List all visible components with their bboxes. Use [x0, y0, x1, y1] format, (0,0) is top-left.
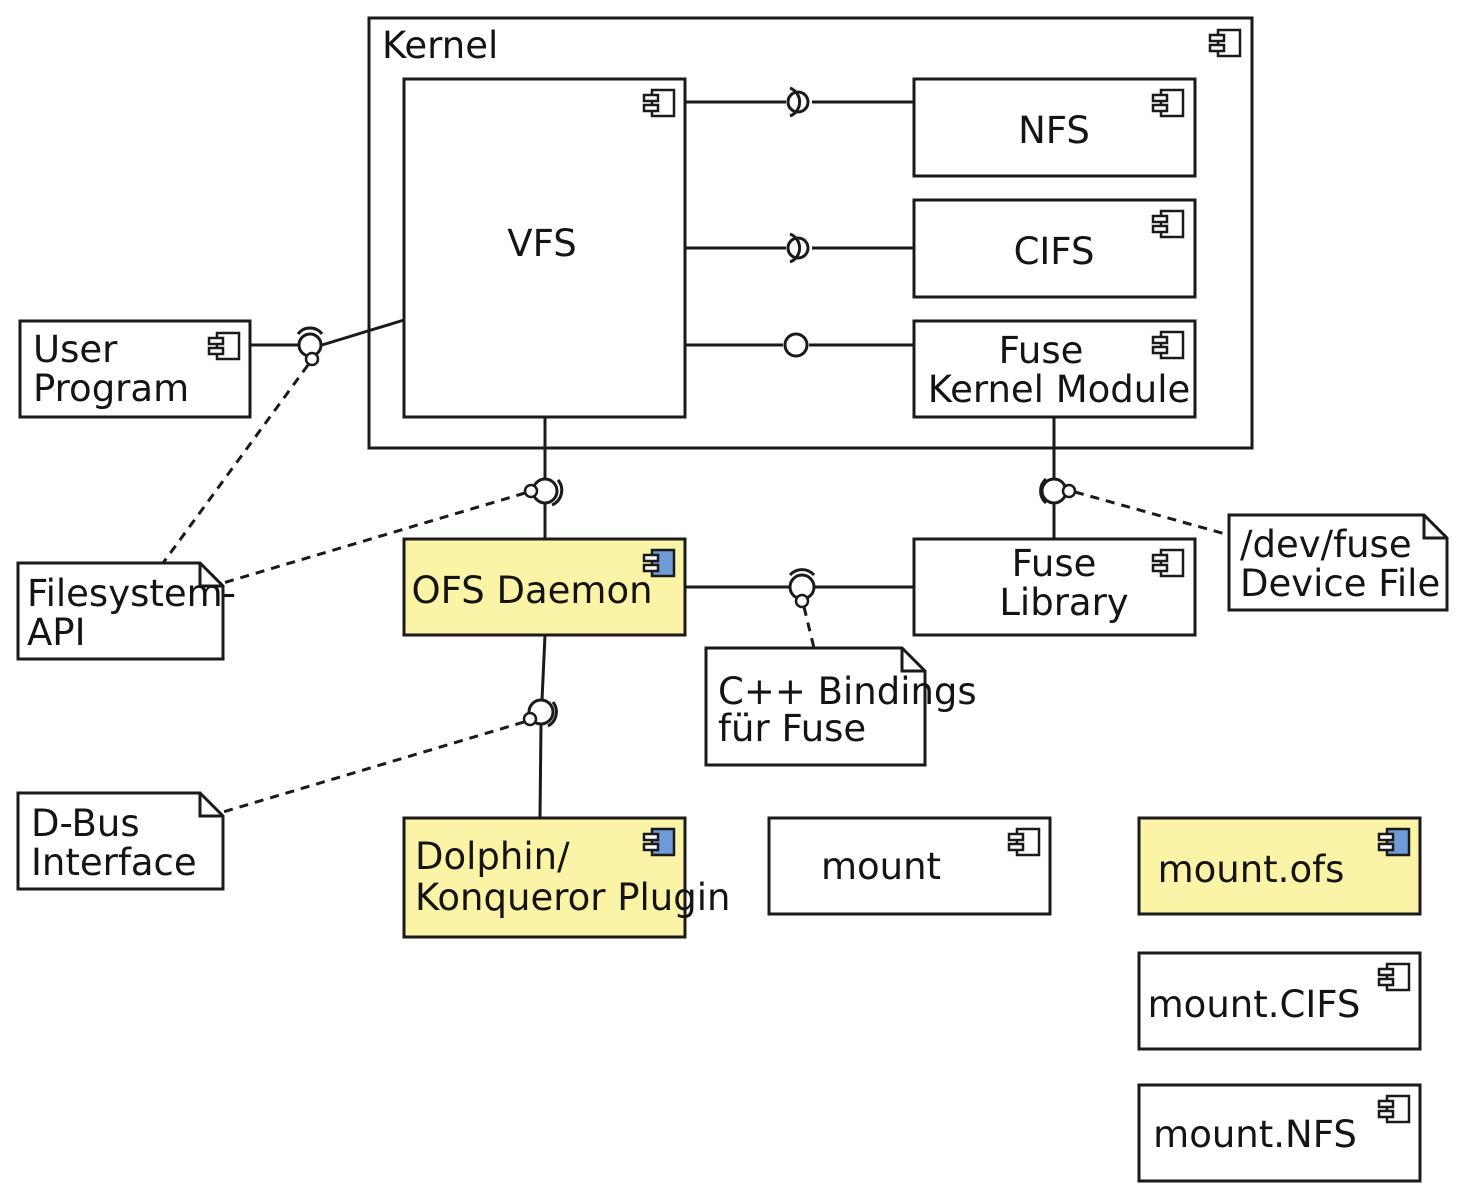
dbus-interface-note: D-Bus Interface: [16, 791, 225, 891]
provided-interface: [786, 90, 810, 114]
note-anchor: [1061, 483, 1077, 499]
cpp-bindings-link: [802, 606, 816, 649]
fuse-library-label-line1: Fuse: [1012, 542, 1097, 585]
fuse-library-label-line2: Library: [999, 581, 1128, 624]
note-shape: [16, 791, 225, 891]
filesystem-api-link-ofs: [222, 491, 526, 585]
vfs-ofs-daemon-interface: [523, 417, 564, 539]
cpp-bindings-line1: C++ Bindings: [718, 670, 977, 713]
dbus-interface-link: [222, 720, 525, 814]
dbus-interface-line1: D-Bus: [31, 802, 140, 845]
fuse-library-component: Fuse Library: [912, 537, 1197, 637]
note-shape: [1227, 513, 1449, 612]
note-anchor: [304, 351, 320, 367]
ofs-daemon-fuse-library-interface: [685, 568, 914, 609]
dev-fuse-link: [1074, 490, 1230, 537]
vfs-label: VFS: [507, 222, 576, 265]
required-interface-socket: [551, 479, 564, 507]
mount-cifs-component: mount.CIFS: [1137, 951, 1422, 1051]
dolphin-plugin-label-line2: Konqueror Plugin: [415, 876, 730, 919]
filesystem-api-note: Filesystem- API: [16, 561, 236, 661]
dolphin-plugin-component: Dolphin/ Konqueror Plugin: [402, 816, 730, 939]
nfs-label: NFS: [1018, 109, 1090, 152]
cifs-component: CIFS: [912, 198, 1197, 299]
user-program-vfs-interface: [250, 318, 405, 367]
ofs-daemon-dolphin-interface: [522, 634, 558, 819]
mount-ofs-label: mount.ofs: [1158, 848, 1345, 891]
dbus-interface-line2: Interface: [31, 841, 197, 884]
nfs-component: NFS: [912, 77, 1197, 178]
cpp-bindings-note: C++ Bindings für Fuse: [704, 646, 977, 767]
vfs-box: [402, 77, 687, 419]
provided-interface: [783, 332, 809, 358]
note-fold: [198, 793, 223, 818]
note-shape: [704, 646, 927, 767]
mount-nfs-component: mount.NFS: [1137, 1083, 1422, 1183]
filesystem-api-link-user: [161, 364, 310, 564]
fuse-kernel-module-label-line1: Fuse: [999, 329, 1084, 372]
fuse-kernel-library-interface: [1039, 417, 1077, 539]
user-program-label-line1: User: [33, 328, 118, 371]
nfs-box: [912, 77, 1197, 178]
ofs-daemon-label: OFS Daemon: [411, 569, 652, 612]
mount-cifs-label: mount.CIFS: [1148, 983, 1361, 1026]
mount-ofs-component: mount.ofs: [1137, 816, 1422, 916]
note-anchor: [522, 711, 538, 727]
required-interface-socket: [789, 232, 802, 264]
mount-nfs-label: mount.NFS: [1153, 1113, 1357, 1156]
required-interface-socket: [547, 701, 558, 728]
dev-fuse-note: /dev/fuse Device File: [1227, 513, 1449, 612]
mount-component: mount: [767, 816, 1052, 916]
vfs-fuse-kernel-interface: [685, 332, 914, 358]
fuse-kernel-module-label-line2: Kernel Module: [928, 368, 1191, 411]
cpp-bindings-line2: für Fuse: [718, 707, 866, 750]
kernel-label: Kernel: [382, 24, 498, 67]
user-program-component: User Program: [18, 319, 252, 419]
cifs-label: CIFS: [1014, 230, 1095, 273]
mount-nfs-box: [1137, 1083, 1422, 1183]
required-interface-socket: [788, 568, 816, 577]
dolphin-plugin-box: [402, 816, 687, 939]
provided-interface: [786, 236, 810, 260]
user-program-label-line2: Program: [33, 367, 189, 410]
note-fold: [1422, 515, 1447, 540]
mount-box: [767, 816, 1052, 916]
note-anchor: [794, 593, 810, 609]
required-interface-socket: [1039, 477, 1048, 505]
required-interface-socket: [296, 326, 324, 335]
dolphin-plugin-label-line1: Dolphin/: [415, 835, 570, 878]
note-fold: [900, 648, 925, 673]
dev-fuse-line2: Device File: [1240, 562, 1440, 605]
note-fold: [198, 563, 223, 588]
mount-ofs-box: [1137, 816, 1422, 916]
vfs-component: VFS: [402, 77, 687, 419]
vfs-nfs-interface: [685, 86, 914, 118]
required-interface-socket: [789, 86, 802, 118]
filesystem-api-line1: Filesystem-: [27, 572, 236, 615]
dev-fuse-line1: /dev/fuse: [1240, 523, 1412, 566]
filesystem-api-line2: API: [27, 611, 86, 654]
fuse-kernel-module-component: Fuse Kernel Module: [912, 319, 1197, 419]
mount-label: mount: [821, 845, 941, 888]
cifs-box: [912, 198, 1197, 299]
note-shape: [16, 561, 225, 661]
vfs-cifs-interface: [685, 232, 914, 264]
note-anchor: [523, 483, 539, 499]
ofs-daemon-component: OFS Daemon: [402, 537, 687, 637]
mount-cifs-box: [1137, 951, 1422, 1051]
